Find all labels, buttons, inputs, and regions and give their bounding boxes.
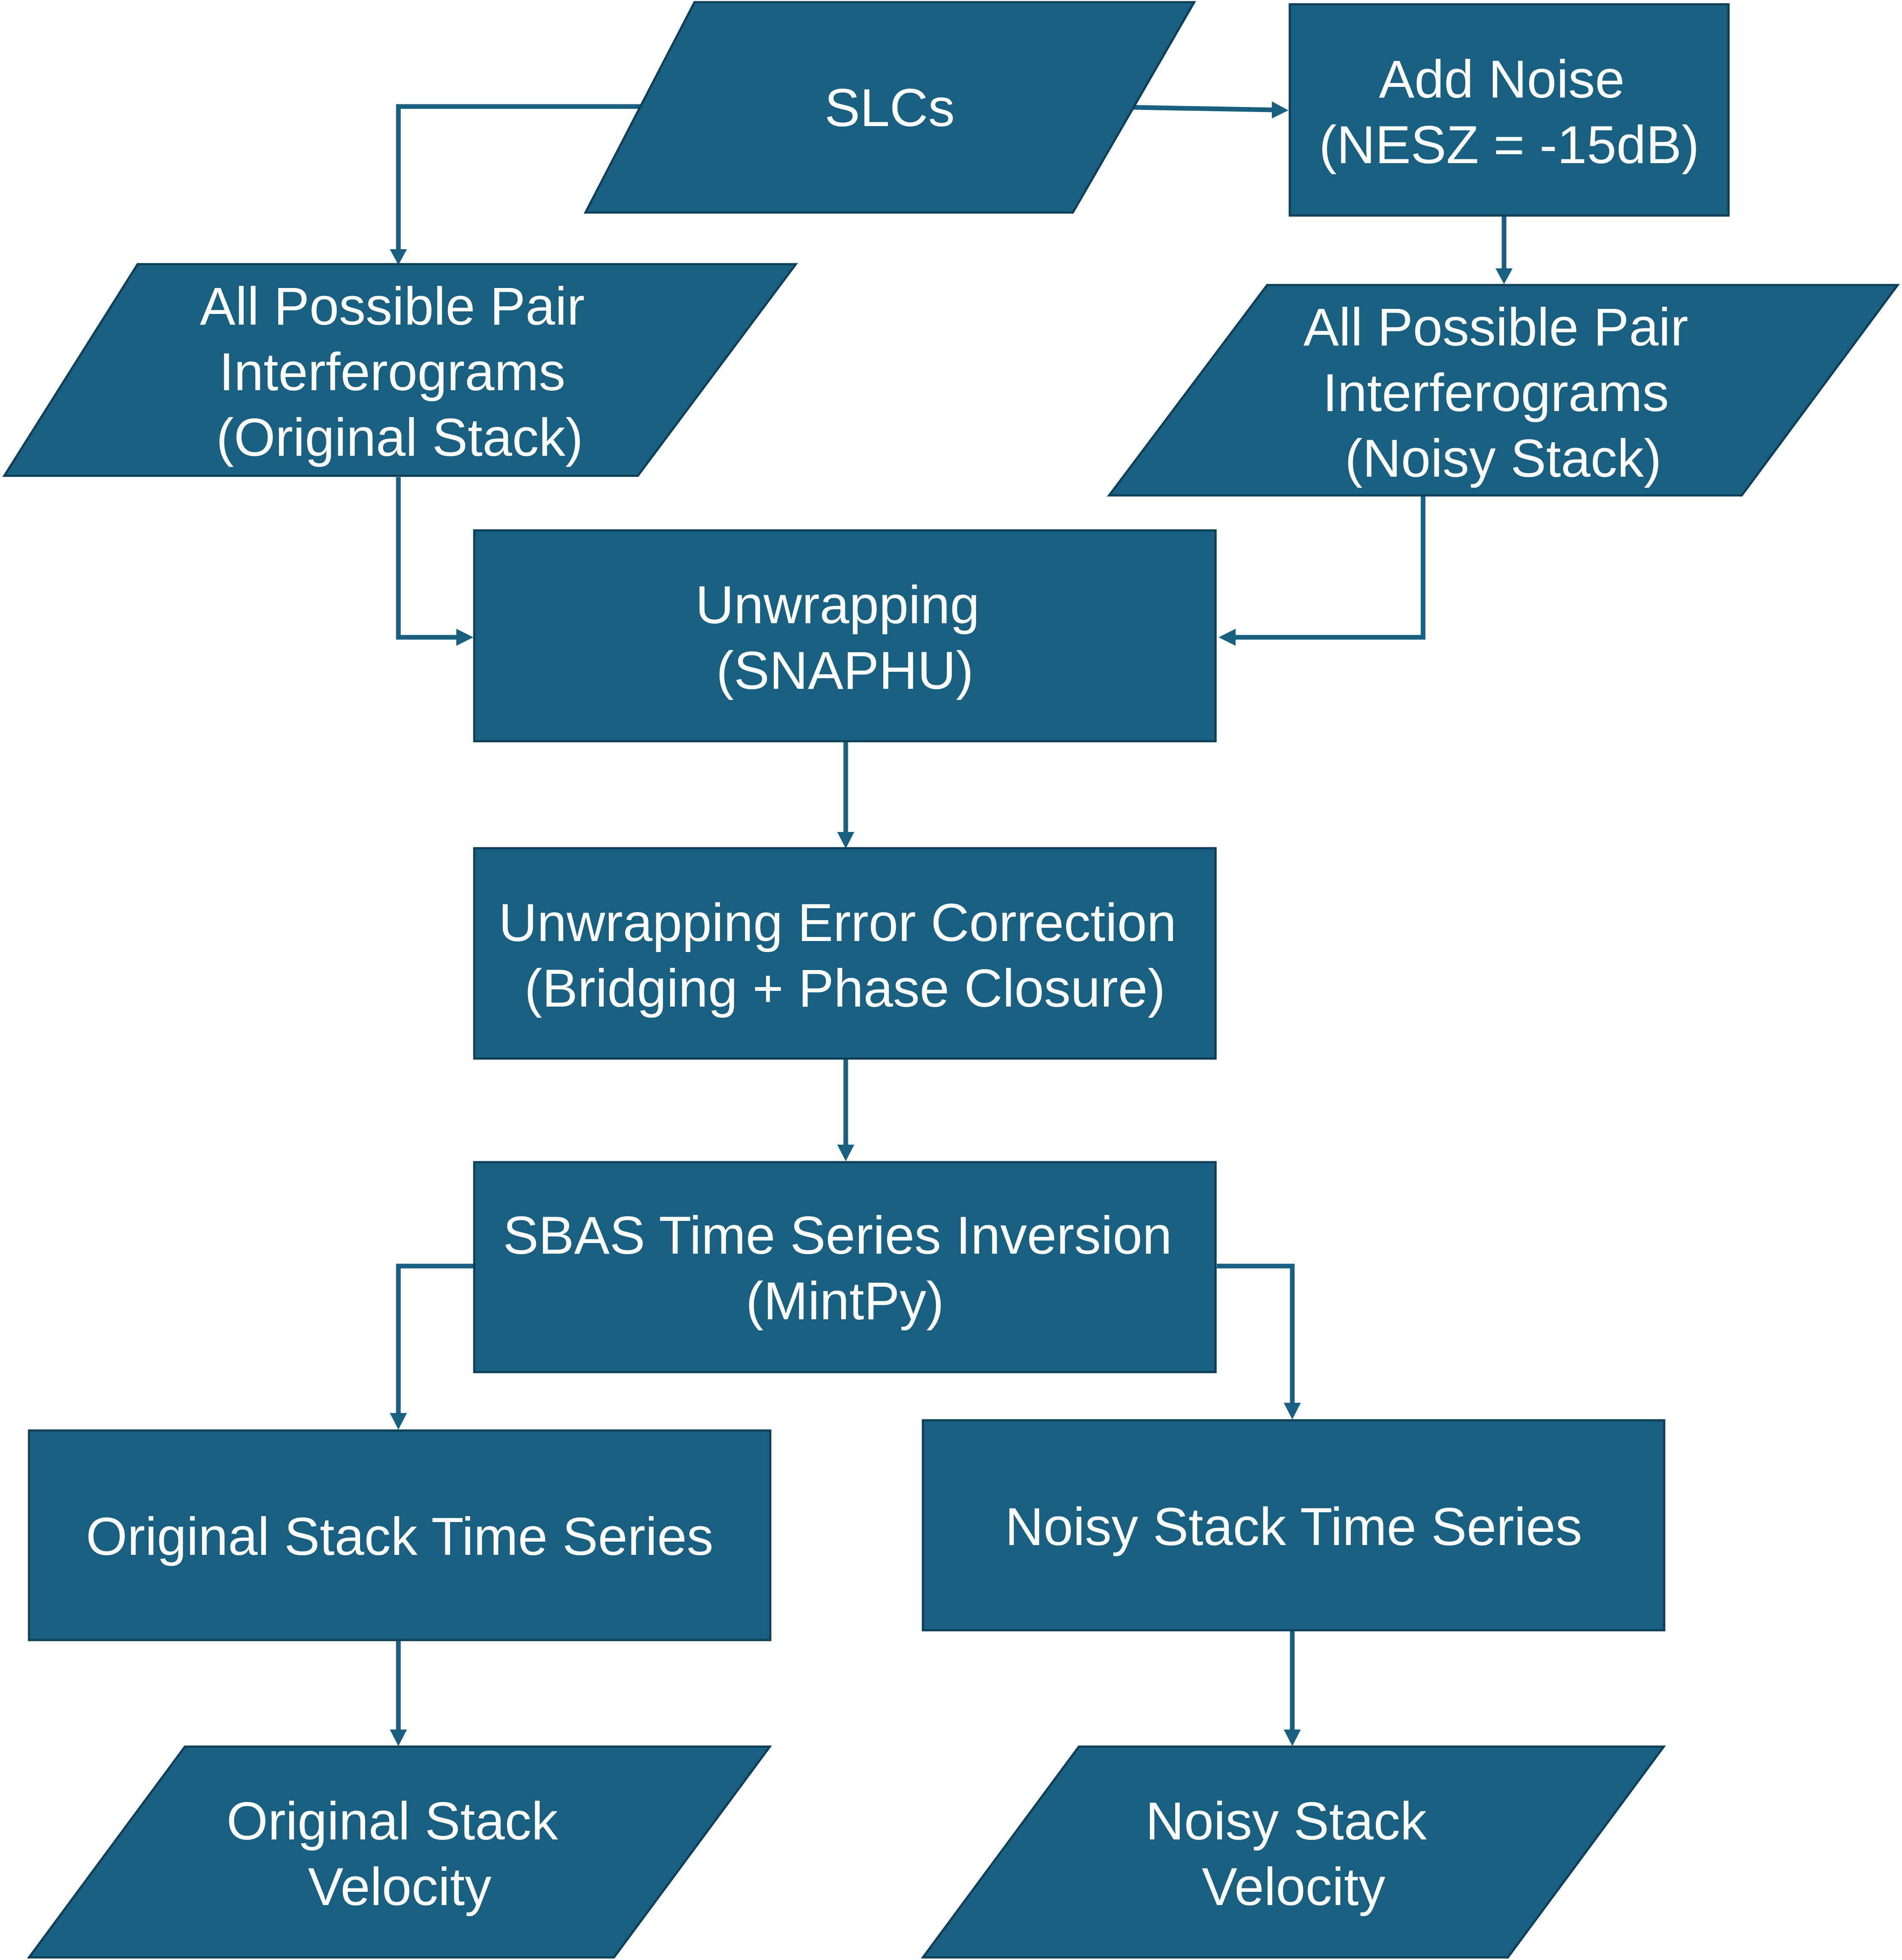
edge-orig-ifg-to-unwrap xyxy=(396,477,458,640)
node-label-line: All Possible Pair xyxy=(1303,298,1688,357)
svg-text:Unwrapping Error Correction: Unwrapping Error Correction (Bridging + … xyxy=(499,893,1191,1018)
svg-text:SBAS Time Series Inversion: SBAS Time Series Inversion (MintPy) xyxy=(503,1206,1187,1331)
node-original-velocity: Original Stack Velocity xyxy=(27,1745,772,1959)
node-label-line: (NESZ = -15dB) xyxy=(1319,115,1700,175)
arrowhead xyxy=(390,249,407,265)
arrowhead xyxy=(837,832,854,849)
arrowhead xyxy=(390,1413,407,1430)
node-label-line: Add Noise xyxy=(1379,50,1625,109)
svg-text:All Possible Pair Inte: All Possible Pair Interferograms (Noisy … xyxy=(1303,298,1703,488)
node-add-noise: Add Noise (NESZ = -15dB) xyxy=(1288,3,1730,217)
node-noisy-interferograms: All Possible Pair Interferograms (Noisy … xyxy=(1107,284,1900,497)
svg-text:Original Stack Velocit: Original Stack Velocity xyxy=(227,1792,573,1917)
arrowhead xyxy=(1284,1730,1301,1746)
node-label-line: Interferograms xyxy=(219,342,565,402)
node-label-line: (MintPy) xyxy=(746,1272,944,1331)
svg-text:SLCs: SLCs xyxy=(824,78,955,138)
edge-slcs-to-orig-ifg xyxy=(396,104,644,251)
node-unwrapping-error-correction: Unwrapping Error Correction (Bridging + … xyxy=(473,847,1217,1060)
node-unwrapping: Unwrapping (SNAPHU) xyxy=(473,529,1217,743)
node-label-line: Unwrapping Error Correction xyxy=(499,893,1176,953)
arrowhead xyxy=(456,629,473,646)
node-label-line: (Noisy Stack) xyxy=(1345,429,1661,488)
node-original-time-series: Original Stack Time Series xyxy=(28,1429,772,1641)
edge-noisy-ifg-to-unwrap xyxy=(1233,496,1426,640)
svg-text:Original Stack Time Series: Original Stack Time Series xyxy=(86,1507,714,1566)
node-label-line: Original Stack Time Series xyxy=(86,1507,714,1566)
svg-text:Add Noise (NESZ = -15d: Add Noise (NESZ = -15dB) xyxy=(1319,50,1700,175)
svg-text:All Possible Pair Inte: All Possible Pair Interferograms (Origin… xyxy=(200,277,599,467)
arrowhead xyxy=(1496,268,1513,284)
node-label-line: Velocity xyxy=(1202,1857,1386,1917)
node-orig-interferograms: All Possible Pair Interferograms (Origin… xyxy=(2,263,798,477)
node-noisy-velocity: Noisy Stack Velocity xyxy=(921,1745,1666,1959)
node-label-line: Noisy Stack xyxy=(1146,1792,1427,1851)
arrowhead xyxy=(390,1730,407,1746)
node-label-line: (Bridging + Phase Closure) xyxy=(524,959,1165,1018)
node-noisy-time-series: Noisy Stack Time Series xyxy=(922,1419,1666,1632)
edge-sbas-to-orig-ts xyxy=(396,1263,473,1415)
node-slcs: SLCs xyxy=(583,1,1196,214)
node-label-line: SBAS Time Series Inversion xyxy=(503,1206,1172,1265)
node-label-line: Original Stack xyxy=(227,1792,559,1851)
svg-text:Unwrapping (SNAPHU): Unwrapping (SNAPHU) xyxy=(695,576,994,700)
node-label-line: SLCs xyxy=(824,78,955,138)
svg-text:Noisy Stack Velocity: Noisy Stack Velocity xyxy=(1146,1792,1442,1917)
node-label-line: Velocity xyxy=(308,1857,492,1917)
arrowhead xyxy=(837,1145,854,1161)
node-label-line: Noisy Stack Time Series xyxy=(1005,1497,1582,1557)
arrowhead xyxy=(1219,629,1236,646)
connector-layer xyxy=(390,101,1513,1746)
edge-sbas-to-noisy-ts xyxy=(1217,1263,1295,1405)
arrowhead xyxy=(1272,101,1288,118)
node-label-line: (SNAPHU) xyxy=(716,641,974,700)
node-sbas-inversion: SBAS Time Series Inversion (MintPy) xyxy=(473,1161,1217,1373)
node-label-line: All Possible Pair xyxy=(200,277,585,336)
node-label-line: Unwrapping xyxy=(695,576,980,635)
arrowhead xyxy=(1284,1403,1301,1419)
edge-slcs-to-add-noise xyxy=(1133,105,1274,112)
node-label-line: (Original Stack) xyxy=(216,408,583,467)
node-label-line: Interferograms xyxy=(1323,363,1669,423)
svg-text:Noisy Stack Time Series: Noisy Stack Time Series xyxy=(1005,1497,1582,1557)
